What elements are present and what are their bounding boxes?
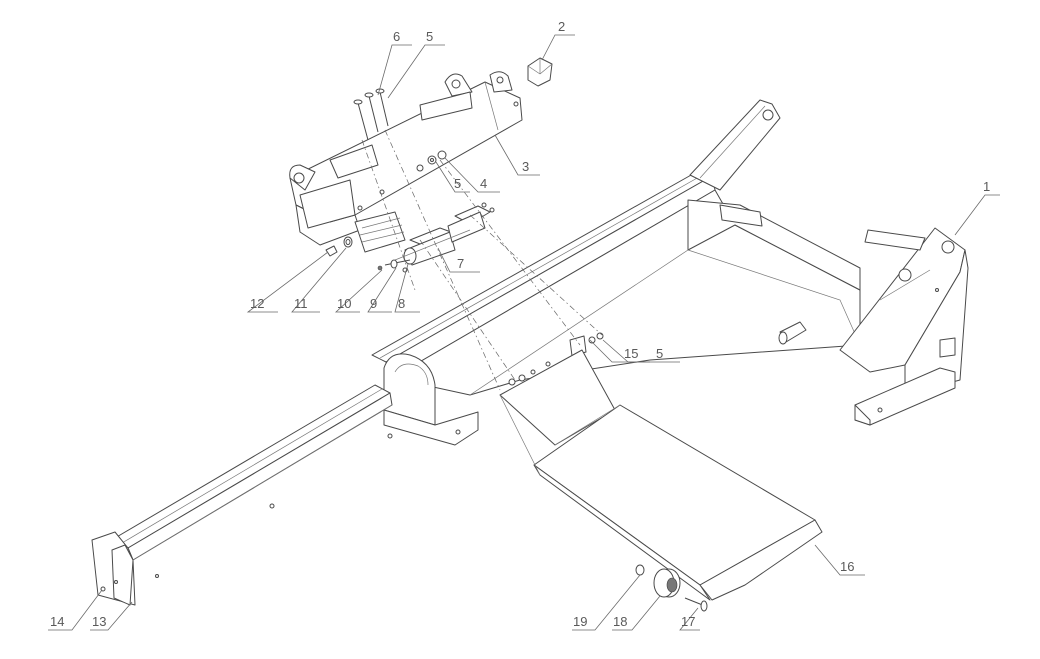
callout-9: 9 — [370, 296, 377, 311]
callout-18: 18 — [613, 614, 627, 629]
callout-5-top: 5 — [426, 29, 433, 44]
callout-19: 19 — [573, 614, 587, 629]
alignment-lines — [361, 129, 603, 391]
callout-17: 17 — [681, 614, 695, 629]
callout-7: 7 — [457, 256, 464, 271]
callouts: 1 2 3 4 5 5 5 6 7 8 9 10 11 — [48, 19, 1000, 631]
callout-1: 1 — [983, 179, 990, 194]
nuts-part-4-5 — [416, 150, 447, 172]
deflector-plate-part-16 — [499, 349, 823, 601]
callout-14: 14 — [50, 614, 64, 629]
callout-8: 8 — [398, 296, 405, 311]
bolts-part-6 — [353, 88, 389, 141]
roller-assembly-part-7 — [354, 202, 495, 266]
callout-13: 13 — [92, 614, 106, 629]
callout-15: 15 — [624, 346, 638, 361]
callout-6: 6 — [393, 29, 400, 44]
wheel-set-parts-17-19 — [635, 564, 708, 612]
callout-16: 16 — [840, 559, 854, 574]
callout-10: 10 — [337, 296, 351, 311]
callout-11: 11 — [294, 296, 308, 311]
callout-5-lower: 5 — [656, 346, 663, 361]
callout-5-middle: 5 — [454, 176, 461, 191]
bushing-part-2 — [527, 57, 553, 87]
carriage-part-3 — [289, 71, 523, 246]
callout-12: 12 — [250, 296, 264, 311]
hardware-parts-8-12 — [325, 236, 411, 273]
callout-2: 2 — [558, 19, 565, 34]
callout-4: 4 — [480, 176, 487, 191]
callout-3: 3 — [522, 159, 529, 174]
main-beam-part-1 — [371, 99, 969, 446]
lower-rail-part-13 — [91, 384, 393, 606]
